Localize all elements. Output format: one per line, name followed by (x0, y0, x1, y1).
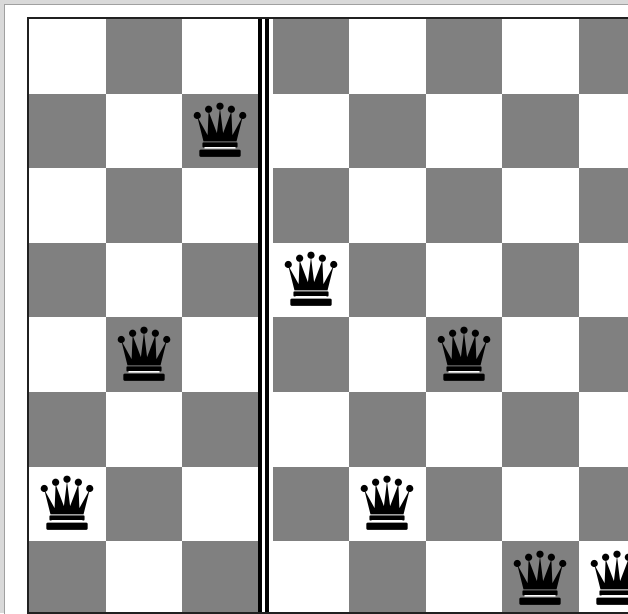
square-r1-c7[interactable] (579, 94, 628, 169)
square-r3-c6[interactable] (502, 243, 579, 318)
square-r6-c2[interactable] (182, 467, 259, 542)
square-r5-c3[interactable] (273, 392, 350, 467)
square-r2-c3[interactable] (273, 168, 350, 243)
square-r4-c4[interactable] (349, 317, 426, 392)
square-r1-c5[interactable] (426, 94, 503, 169)
square-r2-c1[interactable] (106, 168, 183, 243)
black-queen-icon[interactable] (189, 100, 251, 162)
square-r7-c3[interactable] (273, 541, 350, 614)
square-r4-c3[interactable] (273, 317, 350, 392)
square-r6-c1[interactable] (106, 467, 183, 542)
square-r1-c0[interactable] (29, 94, 106, 169)
square-r3-c2[interactable] (182, 243, 259, 318)
square-r0-c7[interactable] (579, 19, 628, 94)
square-r6-c6[interactable] (502, 467, 579, 542)
square-r2-c5[interactable] (426, 168, 503, 243)
square-r5-c6[interactable] (502, 392, 579, 467)
square-r7-c1[interactable] (106, 541, 183, 614)
square-r2-c6[interactable] (502, 168, 579, 243)
square-r7-c2[interactable] (182, 541, 259, 614)
square-r1-c4[interactable] (349, 94, 426, 169)
square-r5-c2[interactable] (182, 392, 259, 467)
square-r2-c2[interactable] (182, 168, 259, 243)
black-queen-icon[interactable] (356, 473, 418, 535)
square-r6-c5[interactable] (426, 467, 503, 542)
board-panel (4, 4, 628, 614)
square-r0-c3[interactable] (273, 19, 350, 94)
square-r0-c6[interactable] (502, 19, 579, 94)
square-r4-c6[interactable] (502, 317, 579, 392)
square-r4-c2[interactable] (182, 317, 259, 392)
divider-line (258, 19, 262, 612)
chess-board (27, 17, 628, 614)
black-queen-icon[interactable] (433, 324, 495, 386)
square-r0-c1[interactable] (106, 19, 183, 94)
square-r1-c6[interactable] (502, 94, 579, 169)
square-r0-c4[interactable] (349, 19, 426, 94)
board-divider (258, 19, 272, 612)
square-r1-c3[interactable] (273, 94, 350, 169)
square-r1-c1[interactable] (106, 94, 183, 169)
black-queen-icon[interactable] (36, 473, 98, 535)
square-r3-c5[interactable] (426, 243, 503, 318)
square-r6-c7[interactable] (579, 467, 628, 542)
square-r7-c5[interactable] (426, 541, 503, 614)
square-r3-c0[interactable] (29, 243, 106, 318)
square-r5-c7[interactable] (579, 392, 628, 467)
square-r2-c7[interactable] (579, 168, 628, 243)
square-r7-c0[interactable] (29, 541, 106, 614)
black-queen-icon[interactable] (113, 324, 175, 386)
square-r3-c7[interactable] (579, 243, 628, 318)
square-r5-c0[interactable] (29, 392, 106, 467)
divider-line (265, 19, 269, 612)
square-r7-c4[interactable] (349, 541, 426, 614)
square-r5-c1[interactable] (106, 392, 183, 467)
square-r0-c5[interactable] (426, 19, 503, 94)
black-queen-icon[interactable] (280, 249, 342, 311)
black-queen-icon[interactable] (509, 548, 571, 610)
square-r3-c4[interactable] (349, 243, 426, 318)
square-r2-c0[interactable] (29, 168, 106, 243)
square-r3-c1[interactable] (106, 243, 183, 318)
square-r5-c4[interactable] (349, 392, 426, 467)
square-r0-c0[interactable] (29, 19, 106, 94)
square-r0-c2[interactable] (182, 19, 259, 94)
square-r4-c0[interactable] (29, 317, 106, 392)
square-r2-c4[interactable] (349, 168, 426, 243)
black-queen-icon[interactable] (586, 548, 628, 610)
square-r6-c3[interactable] (273, 467, 350, 542)
square-r4-c7[interactable] (579, 317, 628, 392)
square-r5-c5[interactable] (426, 392, 503, 467)
